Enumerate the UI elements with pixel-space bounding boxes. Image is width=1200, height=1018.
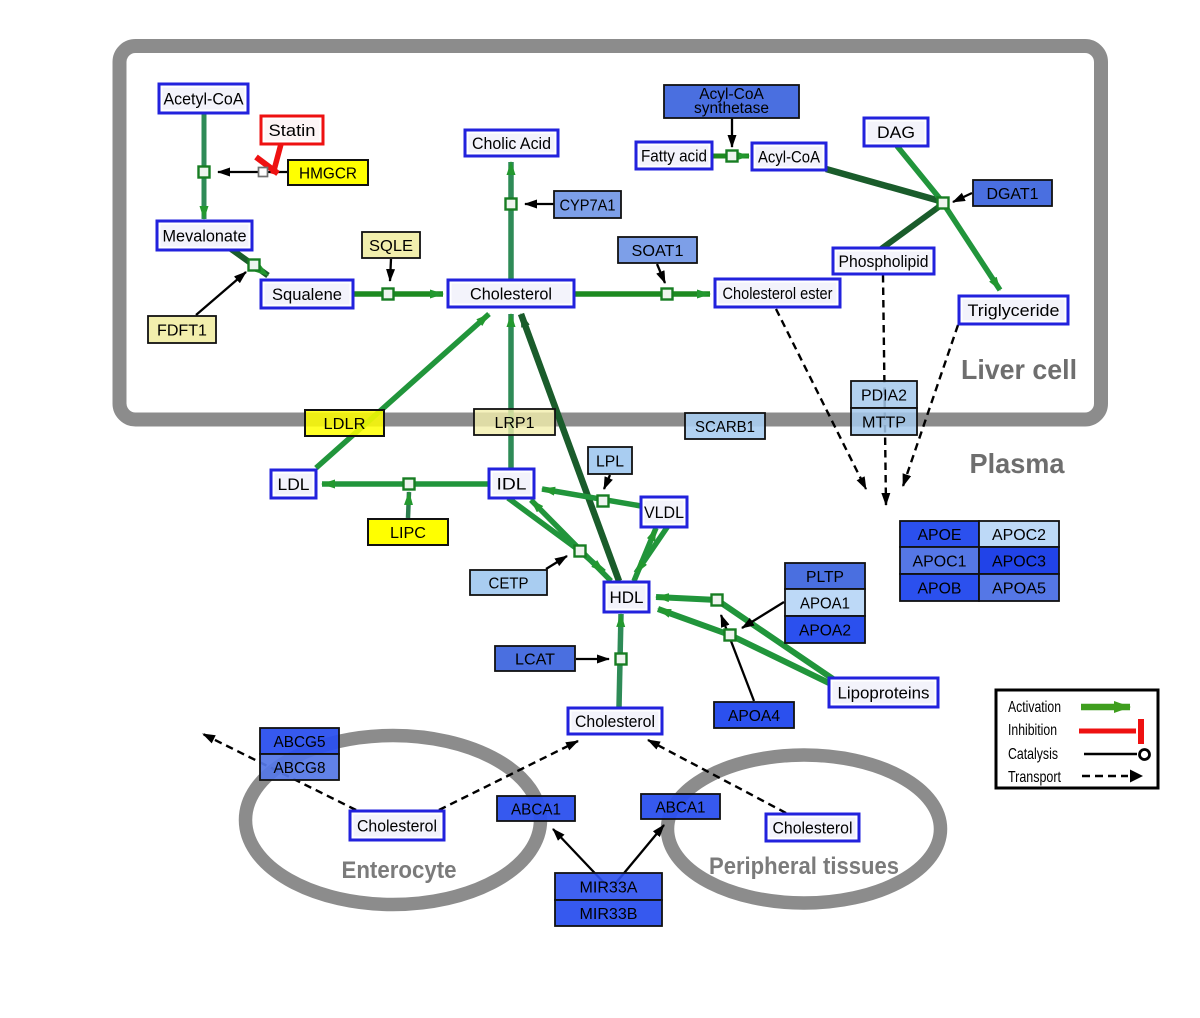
svg-text:Mevalonate: Mevalonate <box>163 227 247 246</box>
svg-text:Cholesterol ester: Cholesterol ester <box>723 284 833 303</box>
svg-text:Inhibition: Inhibition <box>1008 722 1057 739</box>
svg-text:LDLR: LDLR <box>324 416 366 433</box>
svg-text:Peripheral tissues: Peripheral tissues <box>709 853 899 880</box>
svg-text:Squalene: Squalene <box>272 285 342 304</box>
svg-text:ABCA1: ABCA1 <box>511 802 561 819</box>
svg-text:Catalysis: Catalysis <box>1008 746 1058 763</box>
svg-text:ABCG5: ABCG5 <box>274 734 326 751</box>
svg-text:SQLE: SQLE <box>369 238 413 255</box>
svg-text:MIR33B: MIR33B <box>580 906 638 923</box>
svg-text:APOA2: APOA2 <box>799 623 851 640</box>
svg-text:IDL: IDL <box>497 475 527 494</box>
svg-text:LPL: LPL <box>596 454 624 471</box>
svg-text:APOC2: APOC2 <box>992 527 1046 544</box>
svg-text:Fatty acid: Fatty acid <box>641 147 707 166</box>
svg-text:SCARB1: SCARB1 <box>695 419 755 436</box>
svg-text:LIPC: LIPC <box>390 525 426 542</box>
svg-text:ABCA1: ABCA1 <box>656 800 706 817</box>
svg-text:Liver cell: Liver cell <box>961 354 1077 385</box>
svg-text:synthetase: synthetase <box>694 100 769 117</box>
svg-text:APOA5: APOA5 <box>992 581 1046 598</box>
svg-text:Cholesterol: Cholesterol <box>773 819 853 838</box>
svg-text:DAG: DAG <box>877 123 915 142</box>
svg-text:ABCG8: ABCG8 <box>274 760 326 777</box>
svg-text:Cholesterol: Cholesterol <box>357 817 437 836</box>
svg-text:SOAT1: SOAT1 <box>632 243 684 260</box>
svg-text:Cholesterol: Cholesterol <box>470 285 552 304</box>
svg-text:PDIA2: PDIA2 <box>861 388 907 405</box>
svg-text:Phospholipid: Phospholipid <box>839 252 929 271</box>
svg-text:Acetyl-CoA: Acetyl-CoA <box>164 90 245 109</box>
svg-text:APOB: APOB <box>918 581 962 598</box>
svg-text:LCAT: LCAT <box>515 652 555 669</box>
svg-text:APOA4: APOA4 <box>728 708 780 725</box>
svg-text:APOC1: APOC1 <box>913 554 967 571</box>
svg-text:HMGCR: HMGCR <box>299 166 357 183</box>
svg-text:MIR33A: MIR33A <box>580 880 638 897</box>
svg-text:LRP1: LRP1 <box>495 415 535 432</box>
svg-text:APOC3: APOC3 <box>992 554 1046 571</box>
svg-text:MTTP: MTTP <box>862 415 906 432</box>
svg-text:Triglyceride: Triglyceride <box>968 301 1060 320</box>
svg-text:DGAT1: DGAT1 <box>987 186 1039 203</box>
svg-text:HDL: HDL <box>610 588 644 607</box>
svg-text:FDFT1: FDFT1 <box>157 323 207 340</box>
svg-text:CETP: CETP <box>489 576 529 593</box>
svg-text:Cholic Acid: Cholic Acid <box>472 134 551 153</box>
svg-text:Cholesterol: Cholesterol <box>575 712 655 731</box>
svg-text:LDL: LDL <box>278 475 310 494</box>
svg-text:Acyl-CoA: Acyl-CoA <box>699 86 764 103</box>
svg-text:Lipoproteins: Lipoproteins <box>838 684 930 703</box>
svg-text:Statin: Statin <box>269 121 316 140</box>
svg-text:Enterocyte: Enterocyte <box>342 857 457 884</box>
svg-text:APOE: APOE <box>918 527 962 544</box>
svg-text:Plasma: Plasma <box>970 448 1065 479</box>
svg-text:VLDL: VLDL <box>644 503 684 522</box>
svg-text:PLTP: PLTP <box>806 569 844 586</box>
svg-text:Acyl-CoA: Acyl-CoA <box>758 148 821 167</box>
svg-text:APOA1: APOA1 <box>800 596 850 613</box>
svg-text:CYP7A1: CYP7A1 <box>560 198 616 215</box>
svg-text:Transport: Transport <box>1008 769 1061 786</box>
svg-text:Activation: Activation <box>1008 699 1061 716</box>
